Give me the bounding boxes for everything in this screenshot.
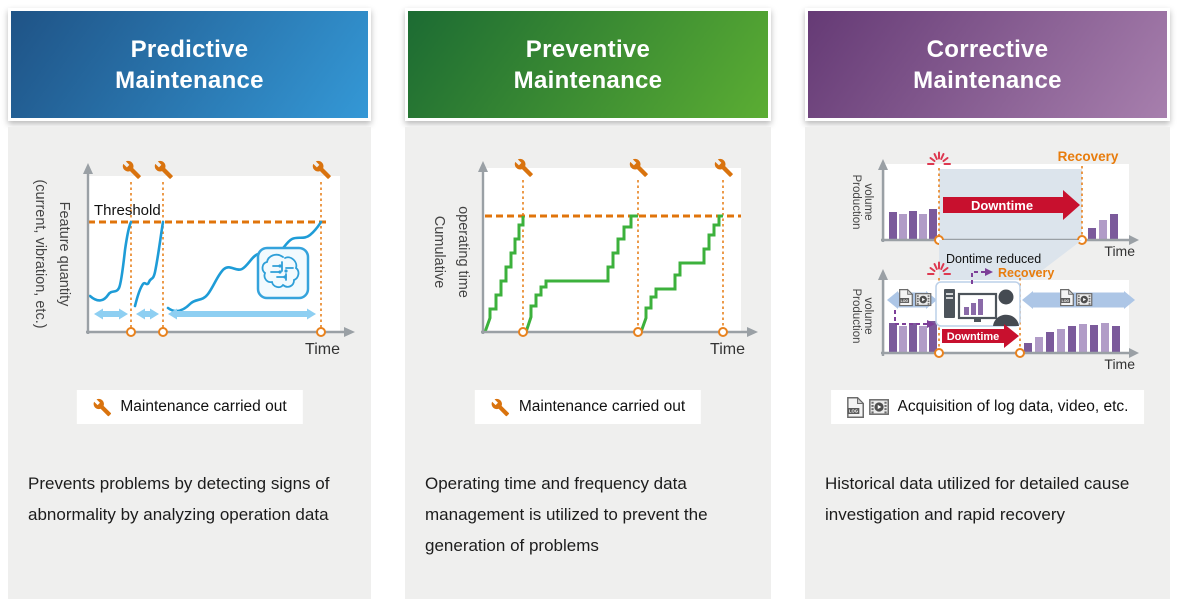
y-axis-label-line2: volume xyxy=(862,297,874,334)
video-icon xyxy=(915,293,932,307)
panel-corrective: LOG xyxy=(805,127,1170,599)
failure-burst-icon xyxy=(927,151,951,165)
recovery-label: Recovery xyxy=(1058,149,1119,164)
log-file-icon xyxy=(1060,289,1074,307)
caption-label: Maintenance carried out xyxy=(120,398,287,415)
ai-brain-icon xyxy=(256,246,310,300)
wrench-icon xyxy=(491,398,510,416)
y-axis-label-line1: Feature quantity xyxy=(56,202,72,308)
interval-arrows xyxy=(94,308,316,320)
title-line2: Maintenance xyxy=(513,66,663,94)
analysis-to-recovery-arrow xyxy=(971,268,993,284)
caption-label: Maintenance carried out xyxy=(518,398,686,415)
caption-maintenance: Maintenance carried out xyxy=(474,390,702,424)
downtime-arrow xyxy=(942,329,1004,343)
title-line2: Maintenance xyxy=(913,66,1062,94)
title-line1: Corrective xyxy=(926,35,1049,63)
column-preventive: Preventive Maintenance xyxy=(405,8,771,599)
production-bars xyxy=(889,209,1118,240)
x-axis-label: Time xyxy=(305,341,340,358)
y-axis-label-line2: (current, vibration, etc.) xyxy=(32,179,48,328)
column-predictive: Predictive Maintenance Threshold xyxy=(8,8,371,599)
predictive-chart: Threshold xyxy=(32,160,355,358)
svg-text:LOG: LOG xyxy=(849,408,858,413)
panel-preventive: Time Cumulative operating time Maintenan… xyxy=(405,127,771,599)
header-preventive: Preventive Maintenance xyxy=(405,8,771,121)
downtime-arrow xyxy=(943,197,1063,213)
wrench-icon xyxy=(93,398,111,416)
description-corrective: Historical data utilized for detailed ca… xyxy=(825,474,1130,524)
caption-log-acquisition: LOG Acquisition of log data, video, etc. xyxy=(830,390,1145,424)
maintenance-point xyxy=(126,327,136,337)
caption-label: Acquisition of log data, video, etc. xyxy=(897,398,1129,415)
header-predictive: Predictive Maintenance xyxy=(8,8,371,121)
header-corrective: Corrective Maintenance xyxy=(805,8,1170,121)
y-axis-label-line1: Production xyxy=(850,289,862,344)
video-icon xyxy=(868,399,889,415)
x-axis-label: Time xyxy=(1104,243,1135,259)
description-predictive: Prevents problems by detecting signs of … xyxy=(28,474,330,524)
downtime-label: Downtime xyxy=(947,331,1000,343)
log-to-analysis-arrow xyxy=(894,310,935,328)
feature-curve xyxy=(88,220,323,313)
downtime-label: Downtime xyxy=(971,198,1033,213)
chart-after-improvement: Downtime Time Production volume xyxy=(850,261,1139,372)
downtime-reduced-label: Dontime reduced xyxy=(946,252,1041,266)
maintenance-point xyxy=(718,327,728,337)
title-line1: Preventive xyxy=(525,35,651,63)
downtime-reduction-funnel xyxy=(939,240,1082,288)
column-corrective: Corrective Maintenance LOG xyxy=(805,8,1170,599)
corrective-chart: LOG xyxy=(850,149,1139,372)
threshold-label: Threshold xyxy=(94,202,161,219)
chart-before-improvement: Downtime Recovery Time Production volume xyxy=(850,149,1139,259)
caption-maintenance: Maintenance carried out xyxy=(76,390,303,424)
production-bars xyxy=(889,321,1120,353)
maintenance-point xyxy=(316,327,326,337)
y-axis-label-line2: volume xyxy=(862,183,874,220)
recovery-label: Recovery xyxy=(998,266,1054,280)
x-axis-label: Time xyxy=(1104,356,1135,372)
x-axis-label: Time xyxy=(710,341,745,358)
y-axis-label-line2: operating time xyxy=(455,206,471,298)
title-line1: Predictive xyxy=(130,35,249,63)
maintenance-point xyxy=(518,327,528,337)
log-file-icon xyxy=(899,289,913,307)
cumulative-steps xyxy=(483,214,723,333)
maintenance-point xyxy=(158,327,168,337)
maintenance-point xyxy=(633,327,643,337)
preventive-chart: Time Cumulative operating time xyxy=(431,158,758,358)
log-file-icon: LOG xyxy=(846,396,864,418)
maintenance-vlines xyxy=(522,180,724,332)
y-axis-label-line1: Production xyxy=(850,175,862,230)
video-icon xyxy=(1076,293,1093,307)
y-axis-label-line1: Cumulative xyxy=(431,216,447,289)
description-preventive: Operating time and frequency data manage… xyxy=(425,474,708,555)
title-line2: Maintenance xyxy=(115,66,264,94)
panel-predictive: Threshold xyxy=(8,127,371,599)
operator-computer-icon xyxy=(935,281,1021,327)
